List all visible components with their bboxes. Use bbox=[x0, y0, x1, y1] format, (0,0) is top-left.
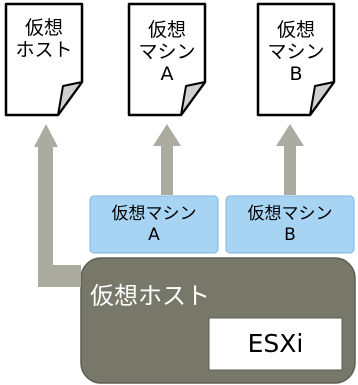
document-vm-a-icon bbox=[127, 2, 207, 117]
document-vm-a-label: 仮想 マシン A bbox=[138, 19, 196, 85]
vm-box-b bbox=[225, 195, 355, 254]
document-host-label: 仮想 ホスト bbox=[15, 17, 73, 61]
document-vm-b-icon bbox=[256, 2, 336, 117]
document-vm-b-label: 仮想 マシン B bbox=[267, 19, 325, 85]
vm-box-b-label: 仮想マシン B bbox=[247, 204, 333, 245]
arrow-vm-a-to-doc bbox=[153, 124, 181, 195]
esxi-box bbox=[208, 317, 343, 371]
arrow-host-to-host-doc bbox=[34, 124, 81, 287]
host-box-title: 仮想ホスト bbox=[90, 282, 210, 310]
vm-box-a-label: 仮想マシン A bbox=[111, 204, 197, 245]
esxi-label: ESXi bbox=[247, 328, 304, 358]
arrow-vm-b-to-doc bbox=[276, 124, 304, 195]
vm-box-a bbox=[89, 195, 219, 254]
document-host-icon bbox=[4, 2, 84, 117]
